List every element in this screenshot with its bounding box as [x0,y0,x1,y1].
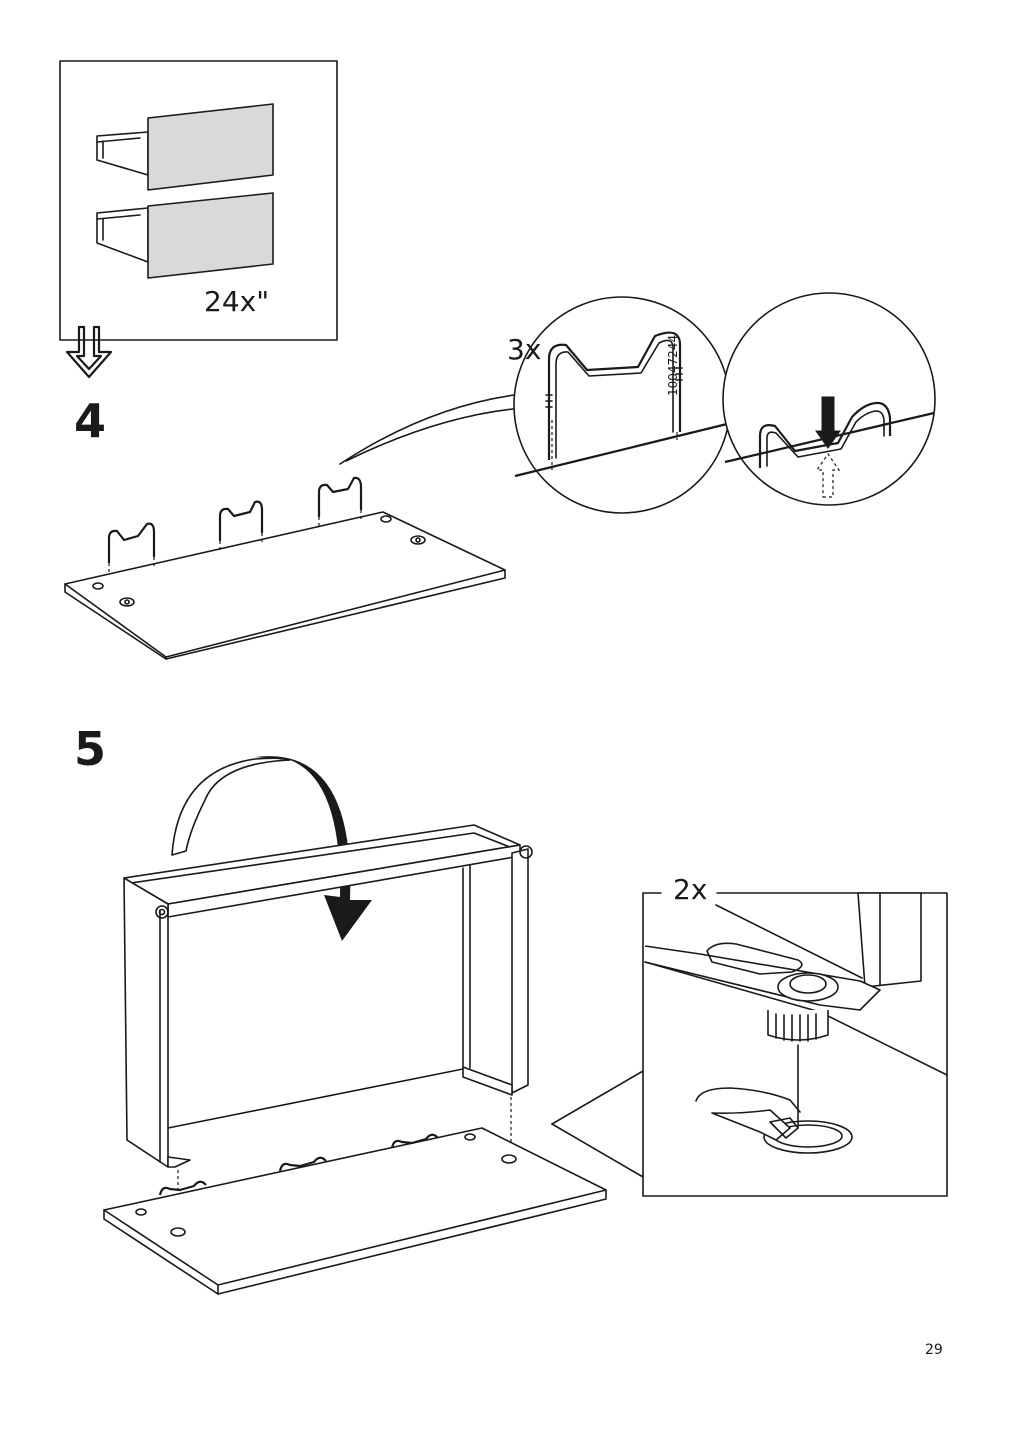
continue-arrow-icon [65,325,113,379]
wire-bracket [218,500,264,553]
wire-bracket [317,476,363,528]
fitting-detail-box [642,892,948,1197]
wire-bracket [107,522,156,575]
bracket-detail-circle [513,296,731,514]
step4-illustration [64,292,936,660]
fronts-quantity: 24x" [204,285,270,318]
turn-over-arrow-icon [171,756,372,941]
fitting-quantity: 2x [670,876,711,904]
note-frame [59,60,338,341]
bottom-panel [103,1127,607,1286]
insert-arrow-icon [815,396,841,498]
step5-illustration [103,756,948,1295]
page-number: 29 [925,1342,943,1358]
step-number-4: 4 [74,394,107,448]
part-number: 10047244 [666,334,680,396]
drawer-fronts-icon [96,103,274,279]
drawer-fronts-note [59,60,338,341]
bracket-quantity: 3x [507,333,542,366]
step-number-5: 5 [74,722,107,776]
cabinet-frame [123,824,533,1226]
